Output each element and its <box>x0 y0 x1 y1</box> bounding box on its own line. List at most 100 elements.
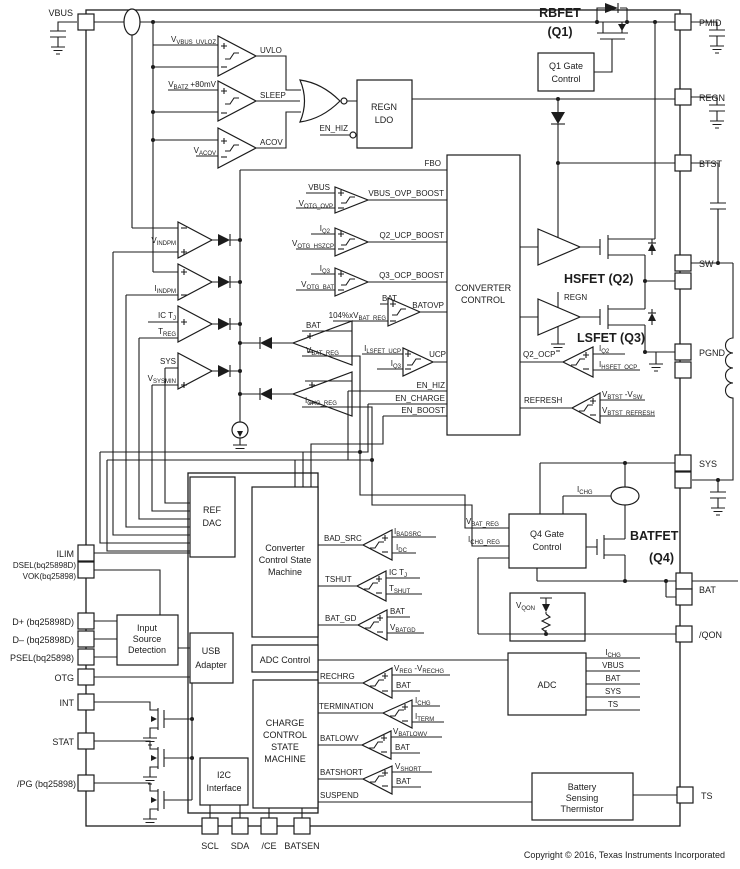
label-q2-ucp-boost: Q2_UCP_BOOST <box>380 231 445 240</box>
label-chsm-2: CONTROL <box>263 730 307 740</box>
pin-label-sys: SYS <box>699 459 717 469</box>
open-drain-fet-arrows <box>151 716 157 803</box>
pin-label-ce: /CE <box>261 841 276 851</box>
label-usb-2: Adapter <box>195 660 227 670</box>
pin-dsel-vok <box>77 561 95 579</box>
amp-iindpm <box>177 263 214 301</box>
text-layer: VBUS ILIM DSEL(bq25898D) VOK(bq25898) D+… <box>10 6 726 860</box>
label-termination: TERMINATION <box>319 702 374 711</box>
label-v-otg-hszcp: VOTG_HSZCP <box>292 239 334 250</box>
label-pct-vbat-reg: 104%xVBAT_REG <box>329 311 387 322</box>
lsfet-driver <box>537 298 582 336</box>
label-adc-control: ADC Control <box>260 655 311 665</box>
junction-dots <box>151 20 720 760</box>
label-lsfet: LSFET (Q3) <box>577 331 645 345</box>
label-uvlo: UVLO <box>260 46 282 55</box>
pin-bat-1 <box>675 572 693 590</box>
label-i-q3: IQ3 <box>320 264 331 275</box>
label-rechrg: RECHRG <box>320 672 355 681</box>
block-q1-gate-control <box>537 52 595 92</box>
label-conv-1: CONVERTER <box>455 283 512 293</box>
pin-label-pgnd: PGND <box>699 348 726 358</box>
comparator-uvlo <box>217 35 258 77</box>
amp-vindpm <box>177 221 214 259</box>
comparator-batshort <box>361 765 393 795</box>
label-ccsm-3: Machine <box>268 567 302 577</box>
pin-pgnd-1 <box>674 343 692 361</box>
label-suspend: SUSPEND <box>320 791 359 800</box>
en-hiz-bubble <box>349 131 357 139</box>
body-diode-icons <box>648 242 656 321</box>
pin-pmid <box>674 13 692 31</box>
label-q4gc-1: Q4 Gate <box>530 529 564 539</box>
label-vbus: VBUS <box>308 183 330 192</box>
block-converter-control-state-machine <box>251 486 319 638</box>
vqon-source-icon <box>542 604 550 612</box>
pin-label-batsen: BATSEN <box>284 841 319 851</box>
block-regn-ldo <box>356 79 413 149</box>
label-tshut: TSHUT <box>325 575 352 584</box>
label-isd-3: Detection <box>128 645 166 655</box>
label-regn-ldo-1: REGN <box>371 102 397 112</box>
pin-label-psel: PSEL(bq25898) <box>10 653 74 663</box>
label-i-chg-reg-2: ICHG_REG <box>468 535 500 546</box>
symbols <box>49 3 727 827</box>
label-conv-2: CONTROL <box>461 295 505 305</box>
nor-bubble <box>340 97 348 105</box>
label-i-lsfet-ucp: ILSFET_UCP <box>364 344 401 355</box>
comparator-acov <box>217 127 258 169</box>
label-bat-3: BAT <box>396 681 411 690</box>
block-adc-control <box>251 644 319 673</box>
label-chsm-1: CHARGE <box>266 718 305 728</box>
label-rbfet: RBFET <box>539 6 581 20</box>
label-i-term: ITERM <box>415 712 434 723</box>
pin-label-int: INT <box>60 698 75 708</box>
block-battery-sensing-thermistor <box>531 772 634 821</box>
label-chsm-4: MACHINE <box>264 754 306 764</box>
blocks <box>116 52 634 821</box>
label-v-sysmin: VSYSMIN <box>148 374 176 385</box>
label-adc-bat: BAT <box>606 674 621 683</box>
label-batshort: BATSHORT <box>320 768 363 777</box>
label-en-hiz-2: EN_HIZ <box>417 381 446 390</box>
label-vbus-ovp-boost: VBUS_OVP_BOOST <box>368 189 444 198</box>
input-current-sensor-icon <box>123 8 141 36</box>
pin-regn <box>674 88 692 106</box>
pin-batsen <box>293 817 311 835</box>
label-bst-2: Sensing <box>566 793 599 803</box>
label-i-badsrc: IBADSRC <box>394 527 422 538</box>
label-v-bat-reg-2: VBAT_REG <box>466 517 499 528</box>
pin-otg <box>77 668 95 686</box>
label-refdac-2: DAC <box>202 518 222 528</box>
comparator-vbus-ovp-boost <box>334 186 370 214</box>
label-bat-amp: BAT <box>306 321 321 330</box>
block-digital-core <box>187 472 319 814</box>
pin-label-ts: TS <box>701 791 713 801</box>
label-t-reg: TREG <box>158 327 176 338</box>
pin-label-pg: /PG (bq25898) <box>17 779 76 789</box>
pin-label-btst: BTST <box>699 159 723 169</box>
label-v-short: VSHORT <box>395 762 422 773</box>
or-diodes-icon <box>218 234 272 400</box>
label-adc-vbus: VBUS <box>602 661 624 670</box>
label-regn-driver: REGN <box>564 293 587 302</box>
pin-label-vbus: VBUS <box>48 8 73 18</box>
label-bad-src: BAD_SRC <box>324 534 362 543</box>
label-v-indpm: VINDPM <box>151 236 176 247</box>
pin-btst <box>674 154 692 172</box>
regn-btst-diode-icon <box>551 112 565 124</box>
block-q4-gate-control <box>508 513 587 569</box>
label-hsfet: HSFET (Q2) <box>564 272 633 286</box>
label-isd-2: Source <box>133 634 162 644</box>
pin-label-regn: REGN <box>699 93 725 103</box>
label-v-btst-vsw: VBTST-VSW <box>602 390 643 401</box>
pin-scl <box>201 817 219 835</box>
pin-label-dplus: D+ (bq25898D) <box>12 617 74 627</box>
pin-label-dminus: D– (bq25898D) <box>12 635 74 645</box>
label-bst-1: Battery <box>568 782 597 792</box>
comparator-batovp <box>387 297 422 327</box>
label-i-q2-ocp: IQ2 <box>599 344 610 355</box>
pin-sw-2 <box>674 272 692 290</box>
pin-dplus <box>77 612 95 630</box>
amp-ichg-reg <box>291 371 353 417</box>
